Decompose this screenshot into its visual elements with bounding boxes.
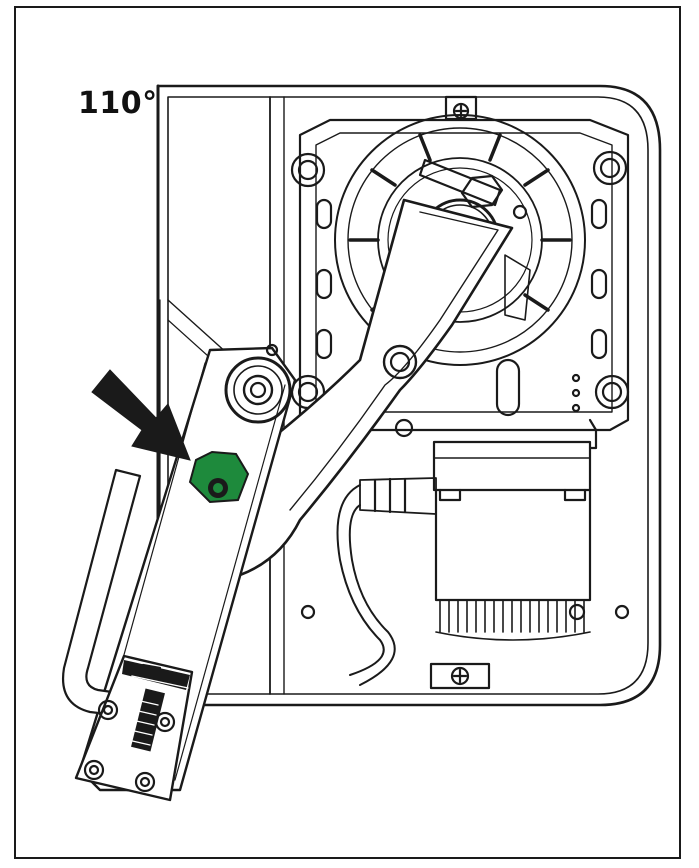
corner-bolt-tr [592, 150, 628, 186]
power-cable [336, 484, 385, 676]
arm-pivot-pin [382, 344, 418, 380]
roller [224, 356, 292, 424]
hex-nut-icon [188, 450, 250, 504]
motor-body [434, 488, 592, 602]
plate-screws [83, 699, 176, 793]
motor-flange [432, 440, 592, 492]
pointer-arrow-icon [91, 369, 191, 461]
bar-bottom-plate [74, 654, 194, 802]
gear-housing-outer [334, 114, 586, 366]
cable-gland [359, 477, 437, 515]
housing-inner-outline [167, 96, 649, 695]
corner-bolt-br [594, 374, 630, 410]
housing-outline [156, 84, 662, 707]
bottom-screw-icon [429, 662, 491, 690]
motor-fins [435, 599, 591, 641]
angle-label: 110° [78, 86, 158, 121]
corner-bolt-tl [290, 152, 326, 188]
